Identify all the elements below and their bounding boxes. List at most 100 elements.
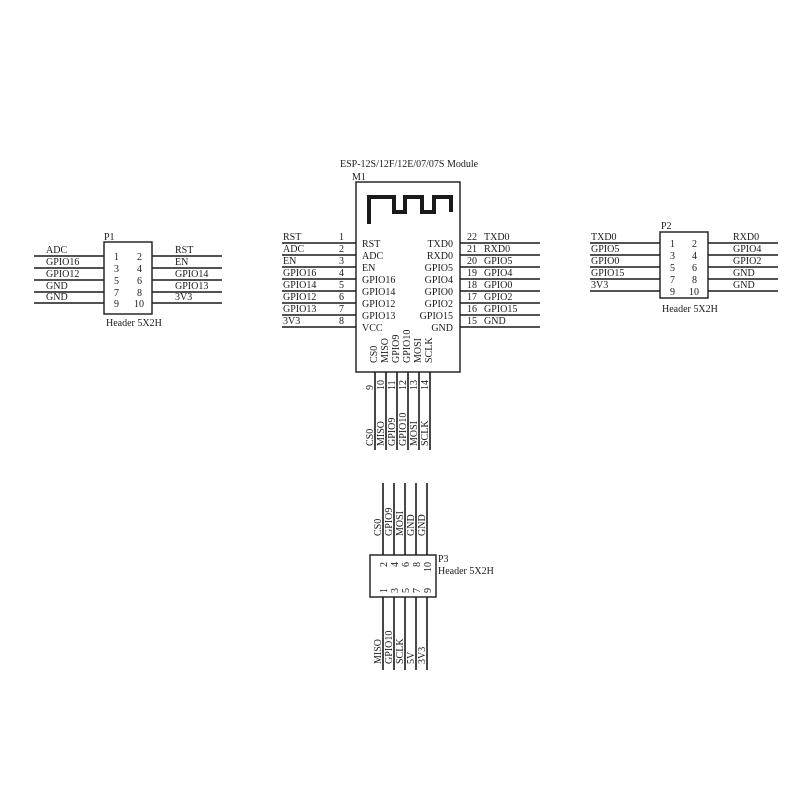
p3-net-label: GND <box>417 514 428 536</box>
antenna-trace-icon <box>367 195 453 224</box>
module-pin-number: 9 <box>365 385 376 390</box>
module-net-label: SCLK <box>420 420 431 446</box>
p1-body <box>103 241 153 315</box>
p2-net-label: GPIO2 <box>733 256 761 267</box>
p2-body <box>659 231 709 299</box>
p3-ref: P3 <box>438 554 449 565</box>
p2-pin-number: 1 <box>670 239 675 250</box>
module-pin-name: GPIO12 <box>362 299 395 310</box>
p1-pin-number: 2 <box>137 252 142 263</box>
p3-pin-number: 9 <box>423 588 434 593</box>
module-pin-number: 17 <box>467 292 477 303</box>
p2-net-label: RXD0 <box>733 232 759 243</box>
module-pin-number: 21 <box>467 244 477 255</box>
p2-pin-number: 5 <box>670 263 675 274</box>
p2-pin-number: 2 <box>692 239 697 250</box>
module-net-label: GPIO15 <box>484 304 517 315</box>
p3-net-label: SCLK <box>395 638 406 664</box>
module-pin-number: 4 <box>339 268 344 279</box>
module-pin-name: GPIO15 <box>420 311 453 322</box>
p2-pin-number: 10 <box>689 287 699 298</box>
module-pin-name: GPIO13 <box>362 311 395 322</box>
p3-footprint: Header 5X2H <box>438 566 494 577</box>
p2-pin-number: 3 <box>670 251 675 262</box>
p2-net-label: GPIO5 <box>591 244 619 255</box>
module-ref: M1 <box>352 172 366 183</box>
p1-pin-number: 7 <box>114 288 119 299</box>
p3-net-label: 5V <box>406 651 417 664</box>
p3-pin-number: 4 <box>390 562 401 567</box>
p1-net-label: RST <box>175 245 193 256</box>
module-net-label: GPIO4 <box>484 268 512 279</box>
module-net-label: GPIO0 <box>484 280 512 291</box>
module-net-label: MOSI <box>409 421 420 446</box>
module-pin-number: 2 <box>339 244 344 255</box>
p2-pin-number: 4 <box>692 251 697 262</box>
module-pin-name: TXD0 <box>427 239 453 250</box>
module-pin-number: 10 <box>376 380 387 390</box>
p1-pin-number: 5 <box>114 276 119 287</box>
module-net-label: TXD0 <box>484 232 510 243</box>
module-net-label: ADC <box>283 244 304 255</box>
module-pin-number: 7 <box>339 304 344 315</box>
p1-pin-number: 8 <box>137 288 142 299</box>
module-net-label: GPIO2 <box>484 292 512 303</box>
module-net-label: GPIO13 <box>283 304 316 315</box>
p3-body <box>369 554 437 598</box>
p1-net-label: ADC <box>46 245 67 256</box>
module-net-label: GPIO12 <box>283 292 316 303</box>
module-net-label: GPIO14 <box>283 280 316 291</box>
p3-net-label: GPIO10 <box>384 631 395 664</box>
module-pin-name: MISO <box>380 338 391 363</box>
p1-footprint: Header 5X2H <box>106 318 162 329</box>
p3-net-label: GND <box>406 514 417 536</box>
module-body <box>355 181 461 373</box>
module-pin-number: 13 <box>409 380 420 390</box>
p1-net-label: GPIO16 <box>46 257 79 268</box>
module-net-label: CS0 <box>365 429 376 446</box>
p1-pin-number: 4 <box>137 264 142 275</box>
p1-net-label: GPIO13 <box>175 281 208 292</box>
module-pin-number: 6 <box>339 292 344 303</box>
p2-net-label: GPIO0 <box>591 256 619 267</box>
p2-pin-number: 6 <box>692 263 697 274</box>
p3-net-label: CS0 <box>373 519 384 536</box>
p2-pin-number: 9 <box>670 287 675 298</box>
module-pin-number: 8 <box>339 316 344 327</box>
module-pin-number: 3 <box>339 256 344 267</box>
module-net-label: MISO <box>376 421 387 446</box>
p1-net-label: EN <box>175 257 188 268</box>
module-pin-name: GND <box>431 323 453 334</box>
p2-ref: P2 <box>661 221 672 232</box>
module-net-label: EN <box>283 256 296 267</box>
module-pin-name: GPIO10 <box>402 330 413 363</box>
module-pin-number: 11 <box>387 380 398 390</box>
module-pin-number: 22 <box>467 232 477 243</box>
p1-net-label: GND <box>46 292 68 303</box>
p1-ref: P1 <box>104 232 115 243</box>
p2-pin-number: 8 <box>692 275 697 286</box>
module-pin-name: VCC <box>362 323 383 334</box>
p2-net-label: GPIO4 <box>733 244 761 255</box>
module-pin-name: GPIO2 <box>425 299 453 310</box>
module-pin-number: 5 <box>339 280 344 291</box>
p3-pin-number: 2 <box>379 562 390 567</box>
p1-pin-number: 1 <box>114 252 119 263</box>
p1-net-label: GND <box>46 281 68 292</box>
p3-pin-number: 8 <box>412 562 423 567</box>
module-net-label: GPIO5 <box>484 256 512 267</box>
module-pin-number: 12 <box>398 380 409 390</box>
module-pin-name: GPIO0 <box>425 287 453 298</box>
module-net-label: RST <box>283 232 301 243</box>
module-pin-name: GPIO4 <box>425 275 453 286</box>
p3-pin-number: 7 <box>412 588 423 593</box>
p1-pin-number: 10 <box>134 299 144 310</box>
module-pin-number: 1 <box>339 232 344 243</box>
p1-net-label: GPIO14 <box>175 269 208 280</box>
p1-pin-number: 6 <box>137 276 142 287</box>
module-pin-name: GPIO5 <box>425 263 453 274</box>
module-net-label: GPIO10 <box>398 413 409 446</box>
module-net-label: GND <box>484 316 506 327</box>
module-net-label: 3V3 <box>283 316 300 327</box>
